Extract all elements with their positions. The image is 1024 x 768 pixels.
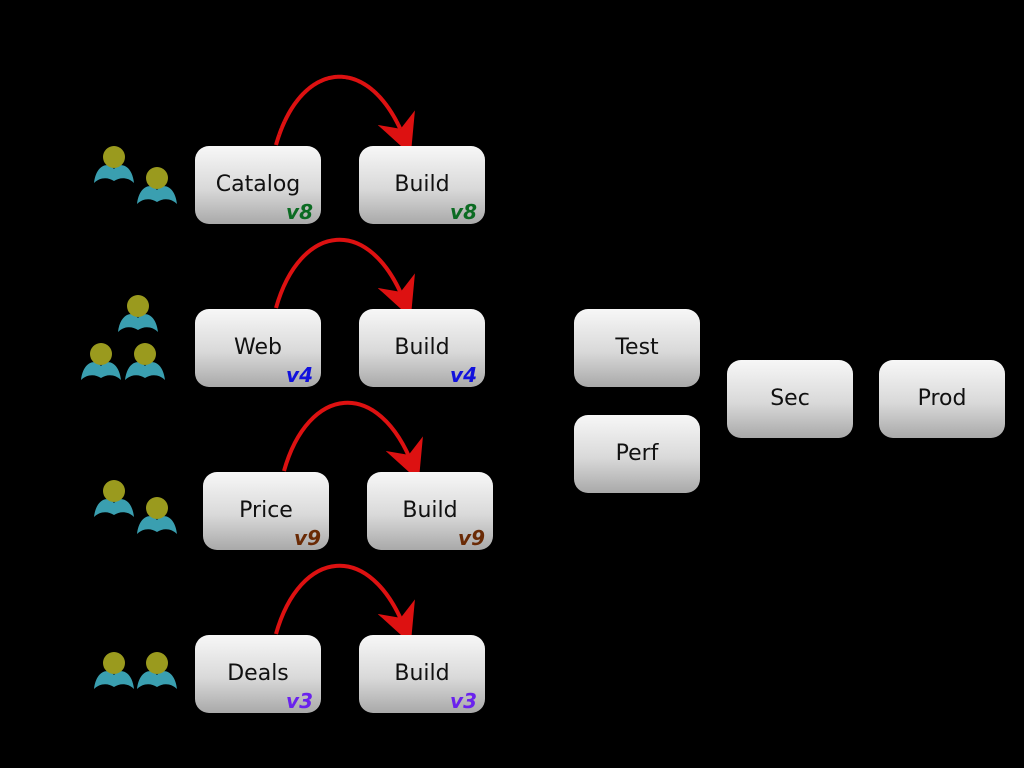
arrow-deals-to-build [274,563,415,644]
stage-test: Test [574,309,700,387]
person-icon [94,480,134,517]
version-badge: v8 [286,200,313,224]
version-badge: v4 [286,363,313,387]
build-box-catalog: Build v8 [359,146,485,224]
version-badge: v8 [450,200,477,224]
stage-label: Prod [917,386,967,411]
person-icon [137,652,177,689]
version-badge: v4 [450,363,477,387]
build-label: Build [394,172,450,197]
person-icon [94,652,134,689]
service-box-web: Web v4 [195,309,321,387]
person-icon [137,167,177,204]
version-badge: v3 [450,689,477,713]
team-web [81,295,165,380]
person-icon [94,146,134,183]
build-label: Build [394,661,450,686]
service-label: Deals [227,661,289,686]
stage-perf: Perf [574,415,700,493]
version-badge: v9 [294,526,321,550]
build-box-price: Build v9 [367,472,493,550]
stage-label: Perf [615,441,659,466]
arrow-price-to-build [282,400,423,481]
build-label: Build [394,335,450,360]
build-box-deals: Build v3 [359,635,485,713]
service-box-catalog: Catalog v8 [195,146,321,224]
service-label: Price [239,498,293,523]
person-icon [81,343,121,380]
service-box-deals: Deals v3 [195,635,321,713]
stage-prod: Prod [879,360,1005,438]
team-price [94,480,177,534]
person-icon [118,295,158,332]
version-badge: v3 [286,689,313,713]
build-box-web: Build v4 [359,309,485,387]
service-label: Catalog [215,172,301,197]
service-box-price: Price v9 [203,472,329,550]
team-deals [94,652,177,689]
version-badge: v9 [458,526,485,550]
team-catalog [94,146,177,204]
build-label: Build [402,498,458,523]
stage-label: Test [615,335,659,360]
stage-sec: Sec [727,360,853,438]
person-icon [137,497,177,534]
arrow-catalog-to-build [274,74,415,155]
arrow-web-to-build [274,237,415,318]
stage-label: Sec [770,386,810,411]
service-label: Web [234,335,282,360]
person-icon [125,343,165,380]
